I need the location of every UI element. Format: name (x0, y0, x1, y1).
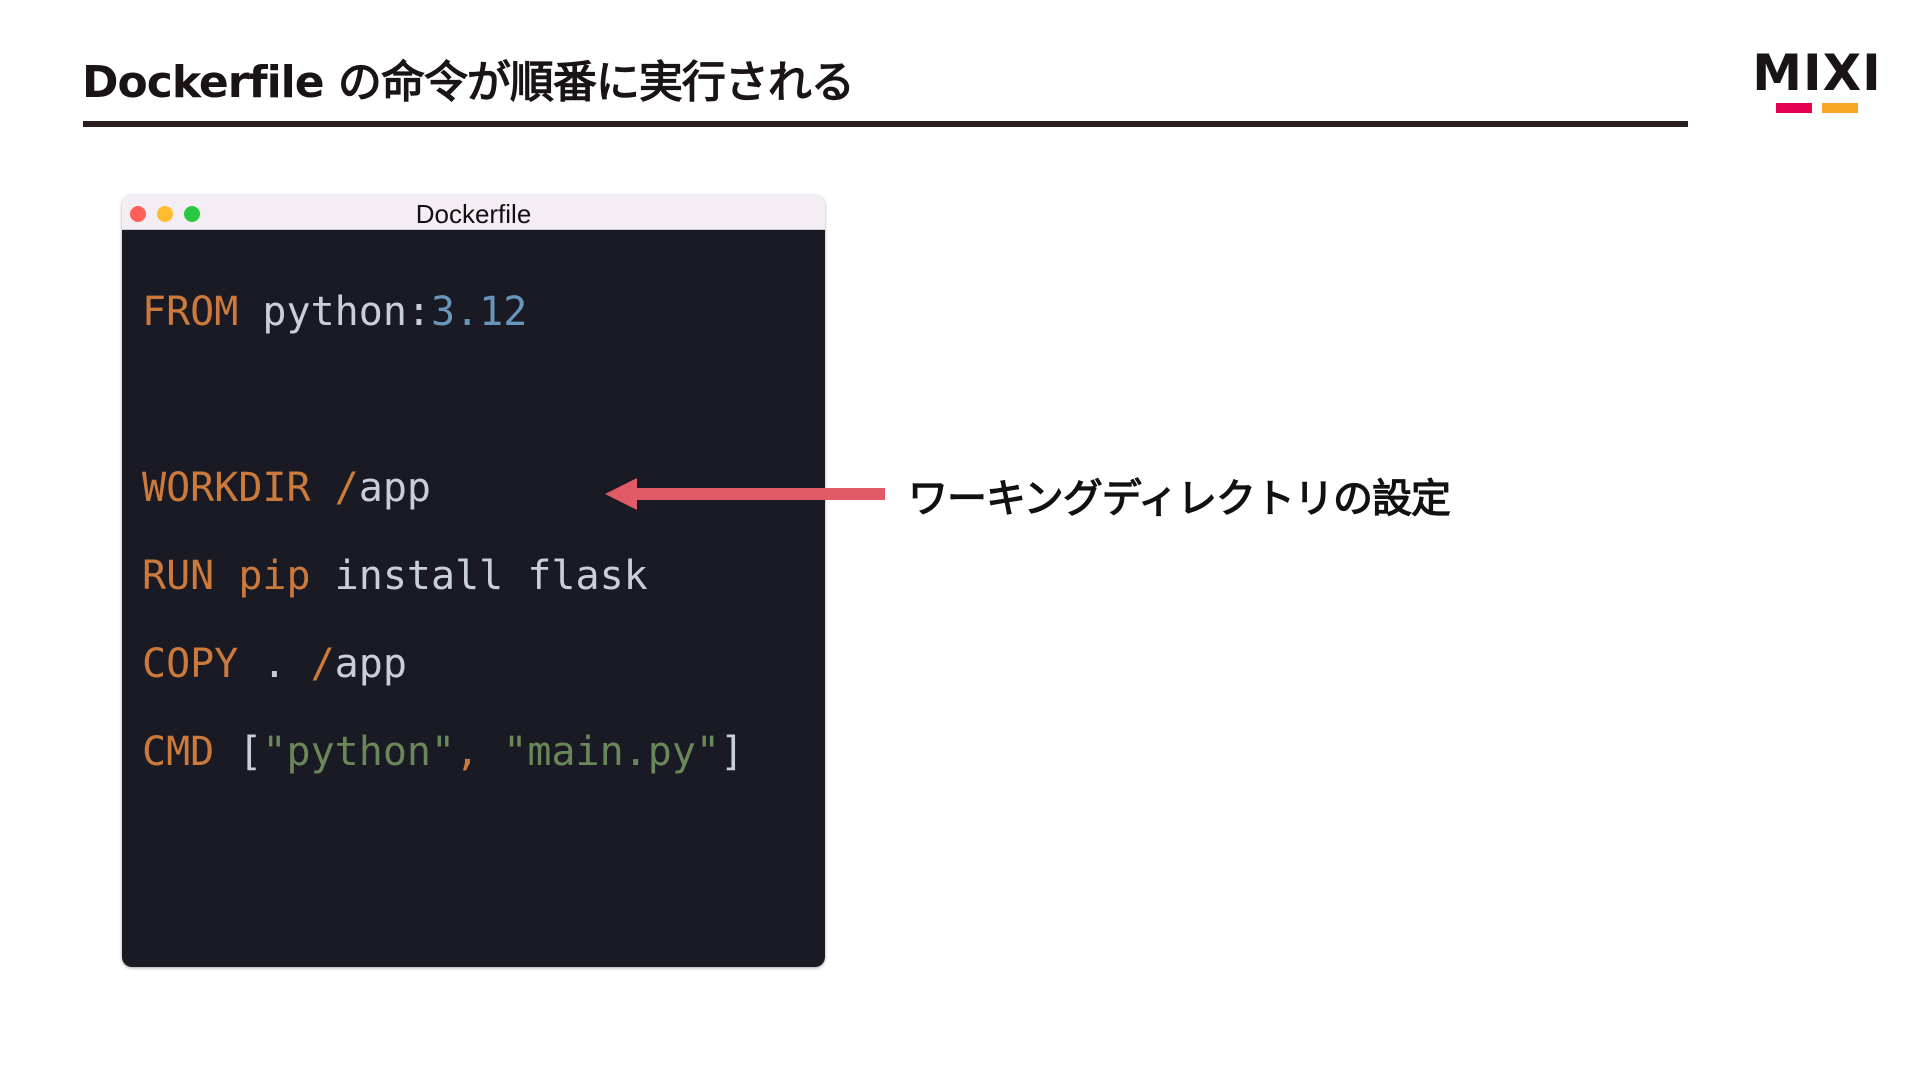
code-token-keyword: pip (214, 553, 311, 599)
code-token-keyword: / (310, 641, 335, 687)
code-token-keyword: RUN (142, 553, 215, 599)
arrow-left-icon (605, 478, 885, 510)
logo-wordmark: MIXI (1752, 44, 1882, 102)
window-title: Dockerfile (415, 199, 532, 229)
code-token-keyword: CMD (142, 729, 215, 775)
code-token-plain: install flask (310, 553, 648, 599)
code-token-plain: python: (238, 289, 431, 335)
code-token-string: "main.py" (503, 729, 720, 775)
logo-yellow-bar (1822, 103, 1858, 113)
code-line-workdir: WORKDIR /app (142, 464, 431, 512)
code-token-number: 3.12 (430, 289, 528, 335)
code-token-string: "python" (262, 729, 456, 775)
code-line-run: RUN pip install flask (142, 552, 648, 600)
window-titlebar: Dockerfile (122, 195, 825, 230)
code-token-keyword: , (455, 729, 504, 775)
arrow-shaft (633, 488, 885, 500)
workdir-annotation: ワーキングディレクトリの設定 (908, 476, 1451, 522)
code-token-keyword: COPY (142, 641, 239, 687)
slide-title: Dockerfile の命令が順番に実行される (82, 57, 855, 108)
code-window: Dockerfile FROM python:3.12 WORKDIR /app… (122, 195, 825, 967)
code-token-plain: app (334, 641, 407, 687)
code-token-keyword: / (310, 465, 359, 511)
code-line-copy: COPY . /app (142, 640, 407, 688)
code-token-keyword: WORKDIR (142, 465, 311, 511)
code-line-cmd: CMD ["python", "main.py"] (142, 728, 744, 776)
code-token-plain: ] (720, 729, 745, 775)
maximize-window-button[interactable] (184, 206, 200, 222)
title-underline (83, 121, 1688, 127)
code-token-plain: . (238, 641, 311, 687)
code-editor[interactable]: FROM python:3.12 WORKDIR /app RUN pip in… (122, 230, 825, 967)
code-token-plain: app (358, 465, 431, 511)
code-token-keyword: FROM (142, 289, 239, 335)
logo-pink-bar (1776, 103, 1812, 113)
code-line-from: FROM python:3.12 (142, 288, 527, 336)
minimize-window-button[interactable] (157, 206, 173, 222)
mixi-logo: MIXI (1752, 48, 1882, 118)
code-token-plain: [ (214, 729, 263, 775)
arrow-head (605, 478, 637, 510)
close-window-button[interactable] (130, 206, 146, 222)
